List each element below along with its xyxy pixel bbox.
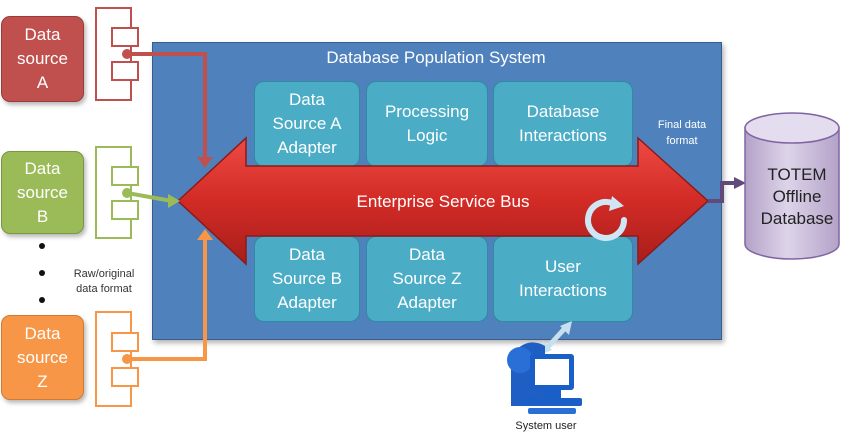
box-line: Data	[289, 90, 325, 109]
processing-logic-box: Processing Logic	[366, 81, 488, 167]
box-line: Interactions	[519, 126, 607, 145]
connector-icon-a	[95, 7, 139, 101]
database-cylinder-icon	[744, 112, 840, 260]
box-line: Adapter	[277, 293, 337, 312]
totem-database-label: TOTEM Offline Database	[752, 164, 842, 230]
raw-format-line-2: data format	[76, 283, 132, 295]
box-line: Interactions	[519, 281, 607, 300]
final-format-label: Final data format	[647, 117, 717, 149]
system-title: Database Population System	[326, 48, 546, 67]
db-line-2: Offline	[772, 187, 822, 206]
enterprise-service-bus-label: Enterprise Service Bus	[356, 192, 530, 211]
source-z-line-1: Data	[24, 323, 61, 343]
final-format-line-1: Final data	[657, 119, 707, 131]
box-line: Database	[526, 102, 600, 121]
source-a-link	[122, 49, 213, 168]
source-a-line-3: A	[36, 73, 49, 92]
data-source-b: Data source B	[1, 151, 84, 234]
source-b-link	[122, 188, 180, 208]
box-line: Adapter	[397, 293, 457, 312]
source-b-adapter-box: Data Source B Adapter	[254, 236, 360, 322]
box-line: Processing	[384, 102, 470, 121]
box-line: Adapter	[277, 138, 337, 157]
source-b-line-2: source	[16, 182, 69, 202]
database-link	[708, 177, 746, 203]
system-user-label: System user	[515, 420, 577, 432]
ellipsis-dot	[39, 297, 45, 303]
refresh-icon	[585, 196, 627, 241]
source-z-line-2: source	[16, 347, 69, 367]
raw-format-label: Raw/original data format	[62, 267, 146, 297]
box-line: Data	[289, 245, 325, 264]
db-line-3: Database	[760, 209, 834, 228]
source-b-line-3: B	[36, 206, 49, 226]
connector-icon-z	[95, 311, 139, 407]
source-a-line-1: Data	[24, 25, 61, 44]
source-z-link	[122, 229, 213, 364]
source-b-line-1: Data	[24, 158, 61, 178]
box-line: Source B	[272, 269, 342, 288]
user-interactions-box: User Interactions	[493, 236, 633, 322]
box-line: Source Z	[392, 269, 462, 288]
box-line: Logic	[406, 126, 448, 145]
source-a-line-2: source	[16, 49, 69, 68]
box-line: User	[545, 257, 581, 276]
data-source-z: Data source Z	[1, 315, 84, 400]
source-z-line-3: Z	[37, 371, 48, 391]
source-z-adapter-box: Data Source Z Adapter	[366, 236, 488, 322]
box-line: Data	[409, 245, 445, 264]
final-format-line-2: format	[666, 135, 698, 147]
raw-format-line-1: Raw/original	[73, 268, 135, 280]
connector-icon-b	[95, 146, 139, 239]
database-interactions-box: Database Interactions	[493, 81, 633, 167]
box-line: Source A	[272, 114, 342, 133]
ellipsis-dot	[39, 270, 45, 276]
data-source-a: Data source A	[1, 16, 84, 102]
db-line-1: TOTEM	[767, 165, 827, 184]
computer-user-icon	[507, 342, 582, 414]
ellipsis-dot	[39, 243, 45, 249]
